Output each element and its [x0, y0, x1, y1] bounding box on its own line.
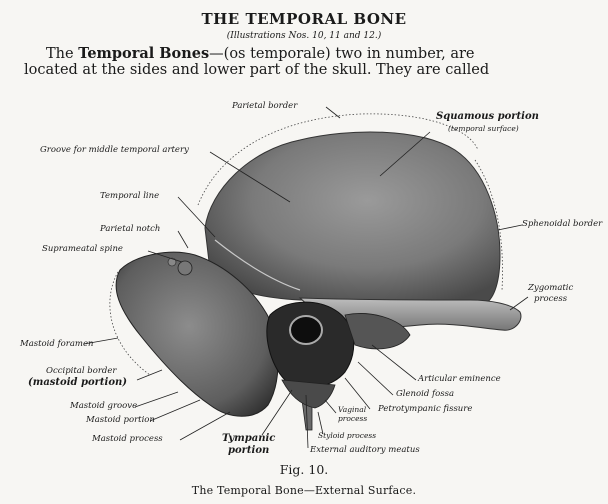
label-mastoid-process: Mastoid process — [92, 434, 163, 444]
leader-vaginal-process — [325, 400, 336, 413]
label-zygomatic-process-2: process — [534, 294, 567, 304]
leader-sphenoidal-border — [498, 225, 522, 230]
label-temporal-surface: (temporal surface) — [448, 124, 519, 133]
leader-mastoid-portion — [150, 400, 200, 421]
label-groove-middle-temporal-artery: Groove for middle temporal artery — [40, 145, 189, 155]
meatus-cavity-shape — [267, 302, 354, 387]
label-petrotympanic-fissure: Petrotympanic fissure — [378, 404, 472, 414]
label-sphenoidal-border: Sphenoidal border — [522, 219, 602, 229]
label-articular-eminence: Articular eminence — [418, 374, 501, 384]
squamous-portion-shape — [205, 132, 500, 304]
leader-articular-eminence — [372, 345, 416, 380]
label-mastoid-portion: Mastoid portion — [86, 415, 155, 425]
figure-caption: The Temporal Bone—External Surface. — [0, 484, 608, 497]
label-tympanic-portion-1: Tympanic — [222, 433, 275, 444]
suprameatal-knob — [178, 261, 192, 275]
leader-mastoid-groove — [135, 392, 178, 407]
label-parietal-notch: Parietal notch — [100, 224, 160, 234]
label-glenoid-fossa: Glenoid fossa — [396, 389, 454, 399]
label-mastoid-portion-paren: (mastoid portion) — [28, 377, 127, 388]
leader-parietal-notch — [178, 231, 188, 248]
label-mastoid-groove: Mastoid groove — [70, 401, 137, 411]
label-suprameatal-spine: Suprameatal spine — [42, 244, 123, 254]
leader-occipital-border — [137, 370, 162, 380]
leader-glenoid-fossa — [358, 362, 393, 395]
leader-zygomatic-process — [510, 297, 528, 310]
label-zygomatic-process-1: Zygomatic — [528, 283, 573, 293]
label-temporal-line: Temporal line — [100, 191, 159, 201]
label-vaginal-process-1: Vaginal — [338, 405, 366, 414]
label-styloid-process: Styloid process — [318, 431, 376, 440]
label-occipital-border: Occipital border — [46, 366, 116, 376]
label-squamous-portion: Squamous portion — [436, 111, 539, 122]
figure-number: Fig. 10. — [0, 462, 608, 477]
label-tympanic-portion-2: portion — [228, 445, 269, 456]
label-external-auditory-meatus: External auditory meatus — [310, 445, 420, 455]
parietal-notch-knob — [168, 258, 176, 266]
label-parietal-border: Parietal border — [232, 101, 297, 111]
tympanic-portion-shape — [282, 380, 335, 408]
label-mastoid-foramen: Mastoid foramen — [20, 339, 94, 349]
label-vaginal-process-2: process — [338, 414, 367, 423]
external-auditory-meatus-shape — [290, 316, 322, 344]
